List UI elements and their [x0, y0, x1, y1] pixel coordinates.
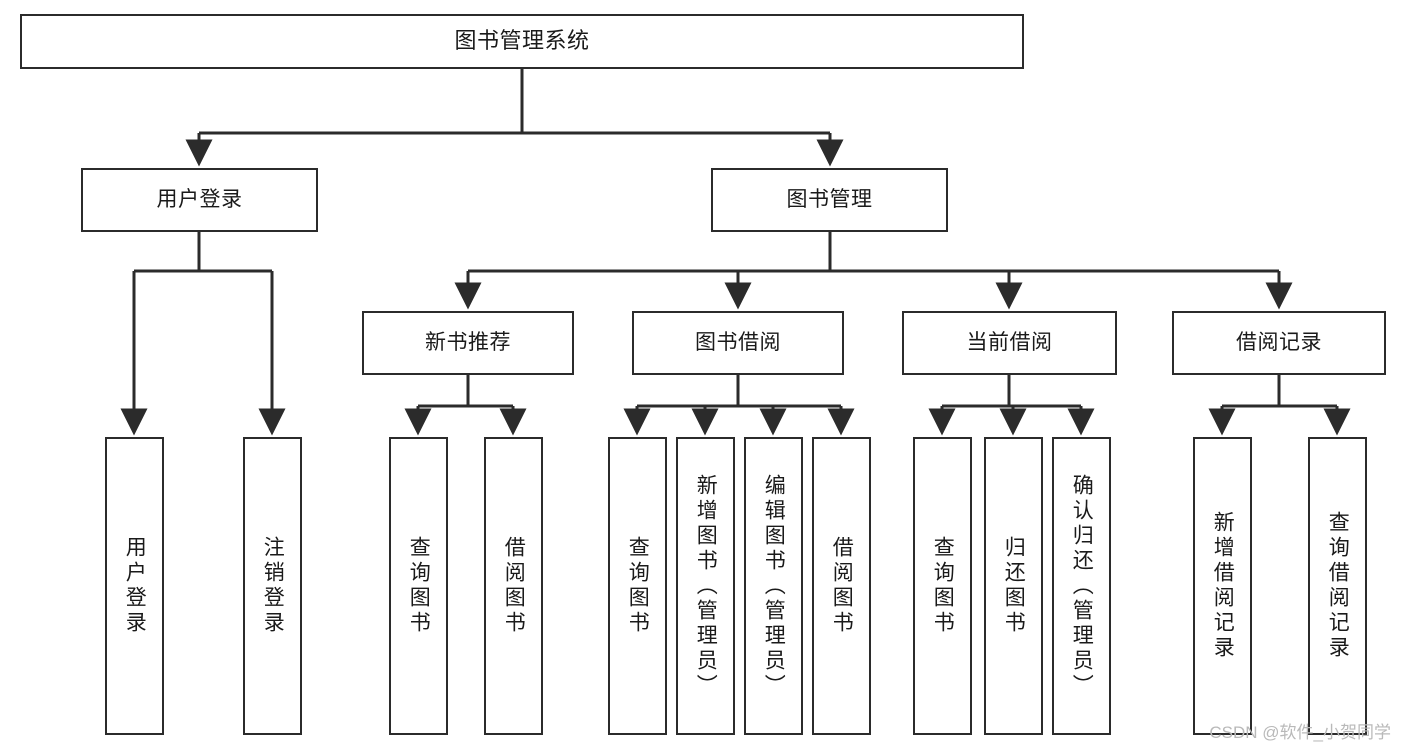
node-leaf-borrow-book-2[interactable]: 借阅图书 [812, 437, 871, 735]
node-leaf-query-book-3[interactable]: 查询图书 [913, 437, 972, 735]
node-root-label: 图书管理系统 [454, 28, 590, 54]
node-leaf-return-book-label: 归还图书 [1002, 536, 1026, 636]
node-leaf-borrow-book-2-label: 借阅图书 [830, 536, 854, 636]
node-leaf-add-borrow-record[interactable]: 新增借阅记录 [1193, 437, 1252, 735]
node-book-borrow-label: 图书借阅 [695, 331, 781, 355]
node-new-book-recommend[interactable]: 新书推荐 [362, 311, 574, 375]
node-leaf-borrow-book-1-label: 借阅图书 [502, 536, 526, 636]
node-leaf-logout-label: 注销登录 [261, 536, 285, 636]
node-borrow-records-label: 借阅记录 [1236, 331, 1322, 355]
node-leaf-query-book-1[interactable]: 查询图书 [389, 437, 448, 735]
node-book-management-label: 图书管理 [786, 188, 873, 212]
node-leaf-query-book-1-label: 查询图书 [407, 536, 431, 636]
node-leaf-query-book-3-label: 查询图书 [931, 536, 955, 636]
node-leaf-logout[interactable]: 注销登录 [243, 437, 302, 735]
node-leaf-add-book-admin[interactable]: 新增图书（管理员） [676, 437, 735, 735]
node-leaf-confirm-return-admin[interactable]: 确认归还（管理员） [1052, 437, 1111, 735]
node-leaf-edit-book-admin-label: 编辑图书（管理员） [762, 473, 786, 699]
node-new-book-recommend-label: 新书推荐 [425, 331, 511, 355]
node-current-borrow-label: 当前借阅 [966, 331, 1053, 355]
node-current-borrow[interactable]: 当前借阅 [902, 311, 1117, 375]
node-leaf-borrow-book-1[interactable]: 借阅图书 [484, 437, 543, 735]
node-leaf-confirm-return-admin-label: 确认归还（管理员） [1070, 473, 1094, 699]
node-user-login[interactable]: 用户登录 [81, 168, 318, 232]
node-leaf-add-book-admin-label: 新增图书（管理员） [694, 473, 718, 699]
node-leaf-user-login[interactable]: 用户登录 [105, 437, 164, 735]
node-borrow-records[interactable]: 借阅记录 [1172, 311, 1386, 375]
node-leaf-query-borrow-record-label: 查询借阅记录 [1326, 511, 1350, 661]
node-leaf-query-borrow-record[interactable]: 查询借阅记录 [1308, 437, 1367, 735]
node-leaf-add-borrow-record-label: 新增借阅记录 [1211, 511, 1235, 661]
node-book-management[interactable]: 图书管理 [711, 168, 948, 232]
node-root[interactable]: 图书管理系统 [20, 14, 1024, 69]
node-leaf-query-book-2-label: 查询图书 [626, 536, 650, 636]
node-leaf-edit-book-admin[interactable]: 编辑图书（管理员） [744, 437, 803, 735]
node-leaf-return-book[interactable]: 归还图书 [984, 437, 1043, 735]
node-user-login-label: 用户登录 [156, 188, 243, 212]
node-leaf-query-book-2[interactable]: 查询图书 [608, 437, 667, 735]
node-leaf-user-login-label: 用户登录 [123, 536, 147, 636]
node-book-borrow[interactable]: 图书借阅 [632, 311, 844, 375]
